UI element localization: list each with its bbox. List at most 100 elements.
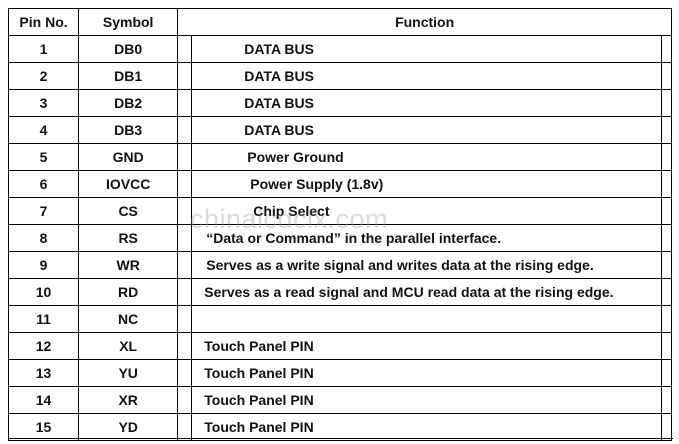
- header-row: Pin No. Symbol Function: [7, 8, 672, 36]
- function-text: “Data or Command” in the parallel interf…: [206, 230, 502, 246]
- header-pin: Pin No.: [7, 8, 80, 36]
- header-function: Function: [177, 8, 672, 36]
- pin-number-cell: 13: [7, 359, 80, 387]
- spacer-cell: [177, 116, 193, 144]
- spacer-cell: [177, 359, 193, 387]
- end-cell: [660, 332, 673, 360]
- pin-number-cell: 3: [7, 89, 80, 117]
- end-cell: [660, 413, 673, 441]
- function-cell: Serves as a read signal and MCU read dat…: [191, 278, 662, 306]
- function-cell: Touch Panel PIN: [191, 359, 662, 387]
- symbol-cell: NC: [78, 305, 179, 333]
- spacer-cell: [177, 89, 193, 117]
- function-text: Power Supply (1.8v): [250, 176, 384, 192]
- pin-number-cell: 1: [7, 35, 80, 63]
- end-cell: [660, 305, 673, 333]
- function-text: Serves as a write signal and writes data…: [206, 257, 594, 273]
- symbol-cell: RD: [78, 278, 179, 306]
- end-cell: [660, 197, 673, 225]
- function-cell: DATA BUS: [191, 89, 662, 117]
- function-cell: Chip Select: [191, 197, 662, 225]
- pin-number-cell: 12: [7, 332, 80, 360]
- function-text: DATA BUS: [244, 95, 314, 111]
- spacer-cell: [177, 62, 193, 90]
- pin-number-cell: 5: [7, 143, 80, 171]
- spacer-cell: [177, 332, 193, 360]
- function-text: DATA BUS: [244, 41, 314, 57]
- spacer-cell: [177, 224, 193, 252]
- pin-number-cell: 9: [7, 251, 80, 279]
- end-cell: [660, 359, 673, 387]
- end-cell: [660, 224, 673, 252]
- end-cell: [660, 251, 673, 279]
- function-cell: Power Ground: [191, 143, 662, 171]
- function-cell: DATA BUS: [191, 116, 662, 144]
- pin-number-cell: 4: [7, 116, 80, 144]
- function-cell: Serves as a write signal and writes data…: [191, 251, 662, 279]
- symbol-cell: IOVCC: [78, 170, 179, 198]
- end-cell: [660, 35, 673, 63]
- function-cell: “Data or Command” in the parallel interf…: [191, 224, 662, 252]
- function-text: Chip Select: [253, 203, 330, 219]
- spacer-cell: [177, 278, 193, 306]
- function-text: Serves as a read signal and MCU read dat…: [204, 284, 614, 300]
- spacer-cell: [177, 305, 193, 333]
- function-cell: DATA BUS: [191, 35, 662, 63]
- function-text: Touch Panel PIN: [204, 338, 314, 354]
- symbol-cell: DB2: [78, 89, 179, 117]
- end-cell: [660, 62, 673, 90]
- symbol-cell: CS: [78, 197, 179, 225]
- function-cell: Touch Panel PIN: [191, 386, 662, 414]
- symbol-cell: RS: [78, 224, 179, 252]
- pin-number-cell: 2: [7, 62, 80, 90]
- pin-number-cell: 15: [7, 413, 80, 441]
- table-bottom-border: [8, 438, 673, 444]
- symbol-cell: DB1: [78, 62, 179, 90]
- pin-number-cell: 10: [7, 278, 80, 306]
- pin-number-cell: 7: [7, 197, 80, 225]
- spacer-cell: [177, 386, 193, 414]
- pin-number-cell: 14: [7, 386, 80, 414]
- pin-number-cell: 8: [7, 224, 80, 252]
- spacer-cell: [177, 143, 193, 171]
- function-text: Touch Panel PIN: [204, 419, 314, 435]
- spacer-cell: [177, 251, 193, 279]
- symbol-cell: XL: [78, 332, 179, 360]
- spacer-cell: [177, 197, 193, 225]
- end-cell: [660, 170, 673, 198]
- symbol-cell: XR: [78, 386, 179, 414]
- function-cell: Touch Panel PIN: [191, 413, 662, 441]
- symbol-cell: WR: [78, 251, 179, 279]
- function-text: Touch Panel PIN: [204, 365, 314, 381]
- function-text: Touch Panel PIN: [204, 392, 314, 408]
- symbol-cell: YU: [78, 359, 179, 387]
- symbol-cell: YD: [78, 413, 179, 441]
- function-cell: Touch Panel PIN: [191, 332, 662, 360]
- end-cell: [660, 89, 673, 117]
- function-cell: [191, 305, 662, 333]
- header-symbol: Symbol: [78, 8, 179, 36]
- function-text: Power Ground: [247, 149, 344, 165]
- spacer-cell: [177, 170, 193, 198]
- pin-number-cell: 6: [7, 170, 80, 198]
- end-cell: [660, 116, 673, 144]
- symbol-cell: DB0: [78, 35, 179, 63]
- function-cell: DATA BUS: [191, 62, 662, 90]
